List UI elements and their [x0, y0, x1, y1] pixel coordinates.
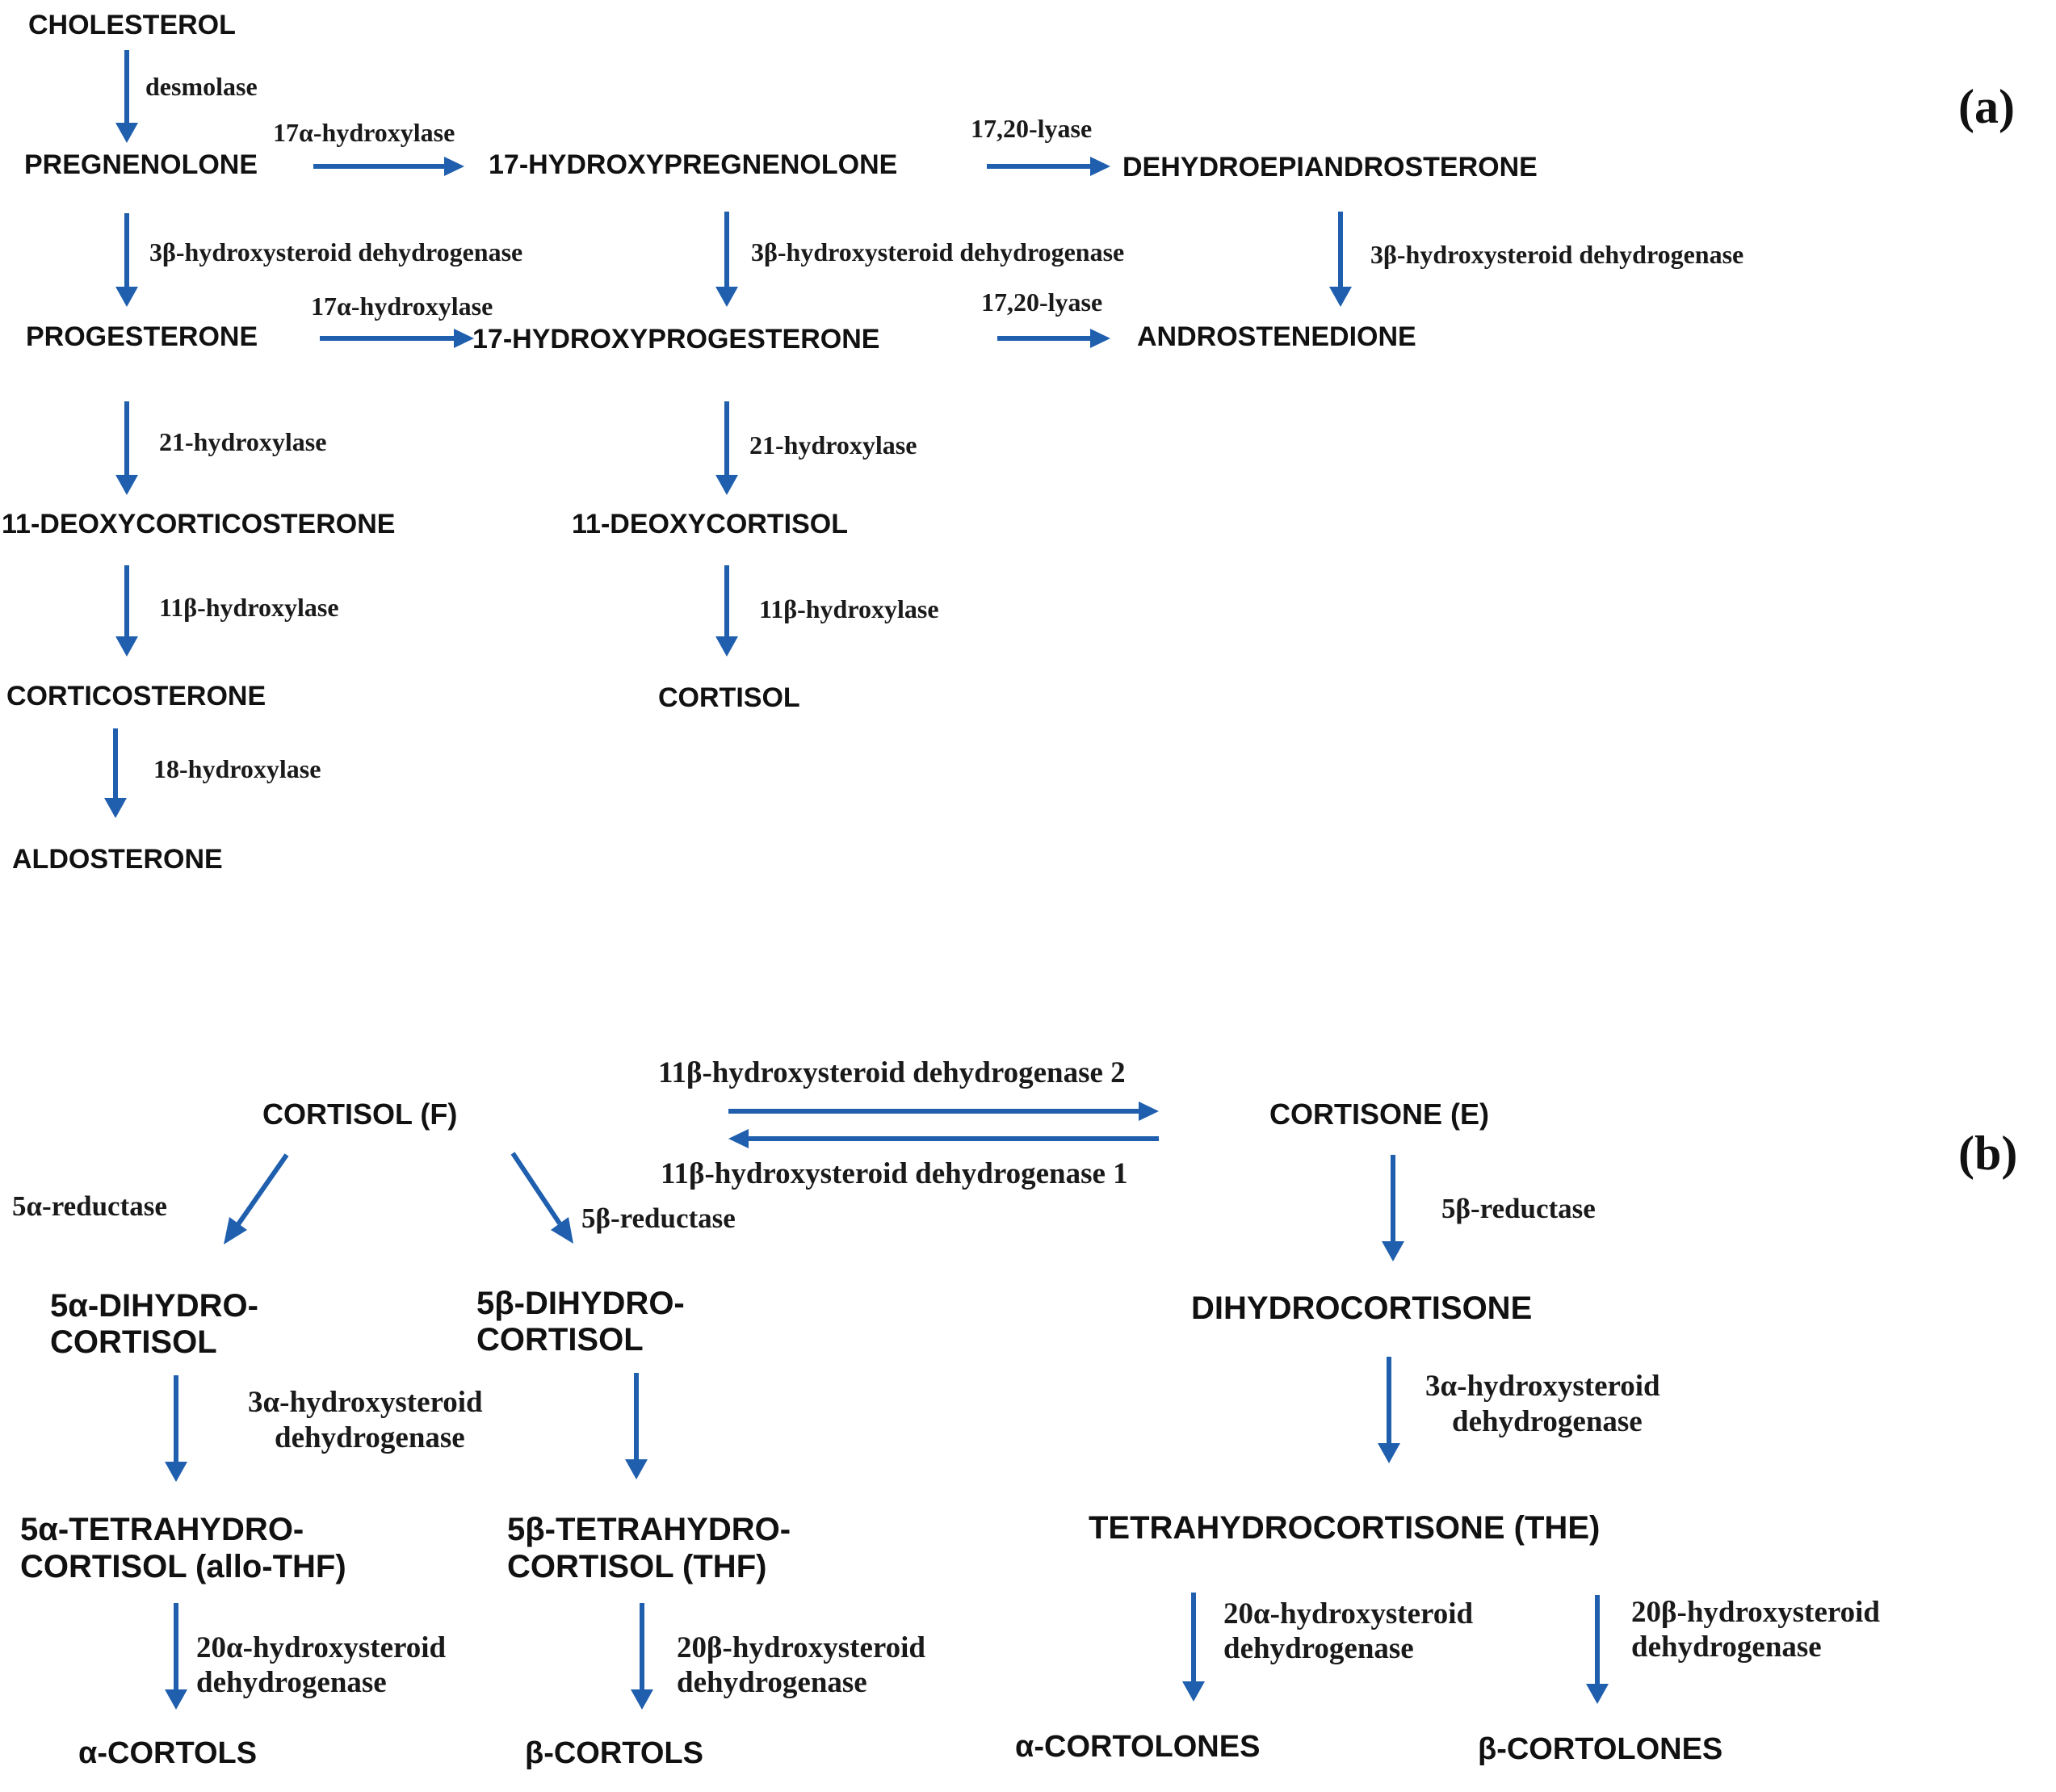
compound-dihydrocortisone: DIHYDROCORTISONE	[1191, 1290, 1532, 1326]
enzyme-3a-hsd-2-line1: 3α-hydroxysteroid	[1425, 1370, 1660, 1403]
arrow-tetrahydrocortisone-to-b-cortolones	[1586, 1595, 1609, 1704]
arrow-progesterone-to-17ohprog	[320, 329, 474, 348]
panel-a: (a) CHOLESTEROL PREGNENOLONE 17-HYDROXYP…	[2, 10, 2015, 875]
compound-11-deoxycortisol: 11-DEOXYCORTISOL	[572, 509, 848, 539]
arrow-cortisone-to-cortisol	[728, 1129, 1159, 1148]
enzyme-17a-hydroxylase-1: 17α-hydroxylase	[273, 118, 455, 147]
arrow-progesterone-to-11-deoxycorticosterone	[115, 401, 138, 495]
enzyme-17-20-lyase-2: 17,20-lyase	[981, 287, 1102, 317]
arrow-11-deoxycorticosterone-to-corticosterone	[115, 565, 138, 657]
arrow-cortisol-to-5a-dihydrocortisol	[224, 1153, 289, 1244]
arrow-17ohpreg-to-17ohprog	[715, 212, 738, 307]
enzyme-3b-hsd-1: 3β-hydroxysteroid dehydrogenase	[149, 237, 522, 266]
enzyme-11b-hydroxylase-2: 11β-hydroxylase	[759, 594, 939, 623]
compound-cortisone-e: CORTISONE (E)	[1269, 1097, 1489, 1131]
enzyme-3b-hsd-2: 3β-hydroxysteroid dehydrogenase	[751, 237, 1124, 266]
arrow-corticosterone-to-aldosterone	[104, 728, 127, 818]
enzyme-3a-hsd-2-line2: dehydrogenase	[1452, 1405, 1643, 1438]
compound-5b-dihydrocortisol-line2: CORTISOL	[476, 1322, 644, 1358]
enzyme-20b-hsd-1-line2: dehydrogenase	[677, 1666, 867, 1699]
compound-corticosterone: CORTICOSTERONE	[6, 681, 266, 711]
enzyme-11b-hsd1: 11β-hydroxysteroid dehydrogenase 1	[661, 1157, 1128, 1190]
enzyme-20b-hsd-2-line2: dehydrogenase	[1631, 1630, 1822, 1664]
arrow-pregnenolone-to-17ohpreg	[313, 157, 464, 176]
enzyme-18-hydroxylase: 18-hydroxylase	[153, 754, 321, 783]
compound-5b-dihydrocortisol-line1: 5β-DIHYDRO-	[476, 1286, 685, 1321]
enzyme-20a-hsd-1-line2: dehydrogenase	[196, 1666, 387, 1699]
enzyme-3a-hsd-1-line1: 3α-hydroxysteroid	[248, 1386, 483, 1419]
arrow-5b-tetrahydrocortisol-to-b-cortols	[631, 1603, 653, 1710]
compound-17-hydroxypregnenolone: 17-HYDROXYPREGNENOLONE	[489, 149, 897, 180]
enzyme-17-20-lyase-1: 17,20-lyase	[971, 114, 1092, 143]
compound-cortisol: CORTISOL	[658, 682, 800, 713]
compound-a-cortolones: α-CORTOLONES	[1015, 1730, 1260, 1764]
arrow-cortisol-to-5b-dihydrocortisol	[510, 1152, 573, 1244]
enzyme-21-hydroxylase-2: 21-hydroxylase	[749, 430, 917, 460]
compound-a-cortols: α-CORTOLS	[78, 1736, 257, 1770]
compound-progesterone: PROGESTERONE	[26, 321, 258, 352]
enzyme-20b-hsd-1-line1: 20β-hydroxysteroid	[677, 1631, 925, 1664]
compound-b-cortols: β-CORTOLS	[525, 1736, 703, 1770]
compound-11-deoxycorticosterone: 11-DEOXYCORTICOSTERONE	[2, 509, 395, 539]
compound-cholesterol: CHOLESTEROL	[28, 10, 236, 40]
compound-5b-tetrahydrocortisol-line1: 5β-TETRAHYDRO-	[507, 1512, 791, 1547]
enzyme-20a-hsd-2-line1: 20α-hydroxysteroid	[1223, 1597, 1474, 1630]
compound-androstenedione: ANDROSTENEDIONE	[1137, 321, 1416, 352]
panel-a-label: (a)	[1958, 80, 2015, 133]
enzyme-5b-reductase-2: 5β-reductase	[1441, 1193, 1596, 1224]
compound-5a-dihydrocortisol-line2: CORTISOL	[50, 1324, 217, 1360]
compound-tetrahydrocortisone: TETRAHYDROCORTISONE (THE)	[1089, 1510, 1600, 1546]
enzyme-desmolase: desmolase	[145, 72, 258, 101]
arrow-17ohpreg-to-dhea	[987, 157, 1110, 176]
compound-5a-tetrahydrocortisol-line2: CORTISOL (allo-THF)	[20, 1549, 346, 1584]
compound-cortisol-f: CORTISOL (F)	[262, 1097, 457, 1131]
compound-5a-dihydrocortisol-line1: 5α-DIHYDRO-	[50, 1288, 258, 1324]
arrow-11-deoxycortisol-to-cortisol	[715, 565, 738, 657]
enzyme-11b-hydroxylase-1: 11β-hydroxylase	[159, 593, 339, 622]
enzyme-20a-hsd-1-line1: 20α-hydroxysteroid	[196, 1631, 447, 1664]
panel-b-label: (b)	[1958, 1127, 2017, 1180]
arrow-dihydrocortisone-to-tetrahydrocortisone	[1378, 1357, 1400, 1463]
enzyme-5a-reductase: 5α-reductase	[12, 1190, 167, 1222]
enzyme-20a-hsd-2-line2: dehydrogenase	[1223, 1632, 1414, 1665]
compound-pregnenolone: PREGNENOLONE	[24, 149, 258, 180]
enzyme-5b-reductase-1: 5β-reductase	[581, 1202, 736, 1234]
enzyme-17a-hydroxylase-2: 17α-hydroxylase	[311, 292, 493, 321]
panel-b: (b) CORTISOL (F) CORTISONE (E) 5α-DIHYDR…	[12, 1056, 2017, 1770]
arrow-17ohprog-to-androstenedione	[997, 329, 1110, 348]
compound-dehydroepiandrosterone: DEHYDROEPIANDROSTERONE	[1122, 152, 1538, 183]
compound-aldosterone: ALDOSTERONE	[12, 844, 223, 875]
arrow-cortisol-to-cortisone	[728, 1102, 1159, 1121]
enzyme-20b-hsd-2-line1: 20β-hydroxysteroid	[1631, 1596, 1880, 1629]
enzyme-21-hydroxylase-1: 21-hydroxylase	[159, 427, 326, 456]
arrow-5a-dihydrocortisol-to-5a-tetrahydrocortisol	[165, 1375, 187, 1482]
arrow-17ohprog-to-11-deoxycortisol	[715, 401, 738, 495]
arrow-cholesterol-to-pregnenolone	[115, 50, 138, 143]
compound-17-hydroxyprogesterone: 17-HYDROXYPROGESTERONE	[472, 324, 879, 355]
arrow-5b-dihydrocortisol-to-5b-tetrahydrocortisol	[625, 1373, 648, 1479]
compound-5b-tetrahydrocortisol-line2: CORTISOL (THF)	[507, 1549, 766, 1584]
compound-b-cortolones: β-CORTOLONES	[1478, 1732, 1722, 1766]
enzyme-11b-hsd2: 11β-hydroxysteroid dehydrogenase 2	[658, 1056, 1126, 1089]
arrow-5a-tetrahydrocortisol-to-a-cortols	[165, 1603, 187, 1710]
arrow-tetrahydrocortisone-to-a-cortolones	[1182, 1593, 1205, 1702]
arrow-pregnenolone-to-progesterone	[115, 213, 138, 307]
arrow-dhea-to-androstenedione	[1329, 212, 1352, 307]
compound-5a-tetrahydrocortisol-line1: 5α-TETRAHYDRO-	[20, 1512, 304, 1547]
enzyme-3b-hsd-3: 3β-hydroxysteroid dehydrogenase	[1370, 240, 1743, 269]
arrow-cortisone-to-dihydrocortisone	[1382, 1155, 1404, 1261]
enzyme-3a-hsd-1-line2: dehydrogenase	[275, 1421, 465, 1454]
